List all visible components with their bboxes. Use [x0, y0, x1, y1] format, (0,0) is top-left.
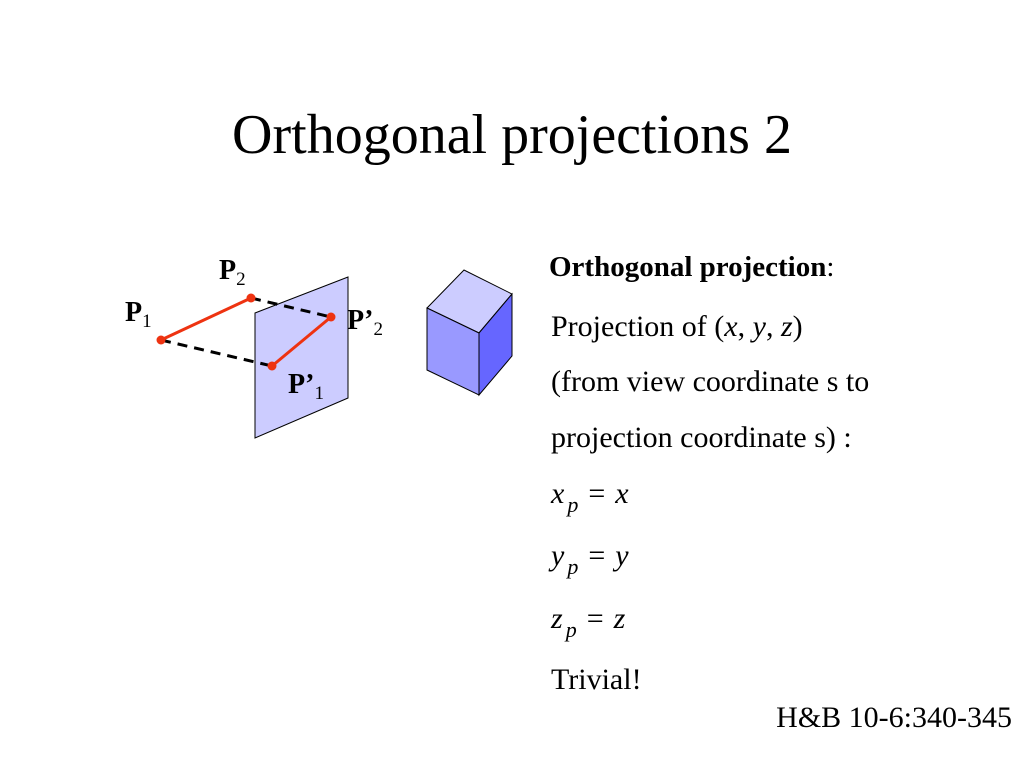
projection-line-2: (from view coordinate s to	[551, 365, 870, 398]
label-p1-prime: P’1	[288, 369, 324, 405]
projection-plane	[254, 276, 349, 439]
cube-icon	[426, 269, 513, 397]
cube-side-face	[478, 292, 513, 397]
projector-line-1	[160, 338, 273, 368]
label-p2: P2	[219, 255, 246, 291]
projector-line-2	[250, 296, 332, 319]
point-p1-prime	[267, 361, 277, 371]
projection-line-1: Projection of (x, y, z)	[551, 310, 803, 343]
point-p2-prime	[326, 312, 336, 322]
point-p1	[156, 335, 166, 345]
label-p2-prime: P’2	[347, 305, 383, 341]
slide-title: Orthogonal projections 2	[232, 104, 792, 166]
trivial-note: Trivial!	[551, 663, 642, 696]
label-p1: P1	[125, 297, 152, 333]
point-p2	[246, 293, 256, 303]
segment-original	[160, 296, 252, 342]
reference-citation: H&B 10-6:340-345	[776, 701, 1012, 734]
segment-projected	[271, 315, 332, 368]
projection-line-3: projection coordinate s) :	[551, 421, 852, 454]
section-heading: Orthogonal projection:	[549, 251, 835, 283]
